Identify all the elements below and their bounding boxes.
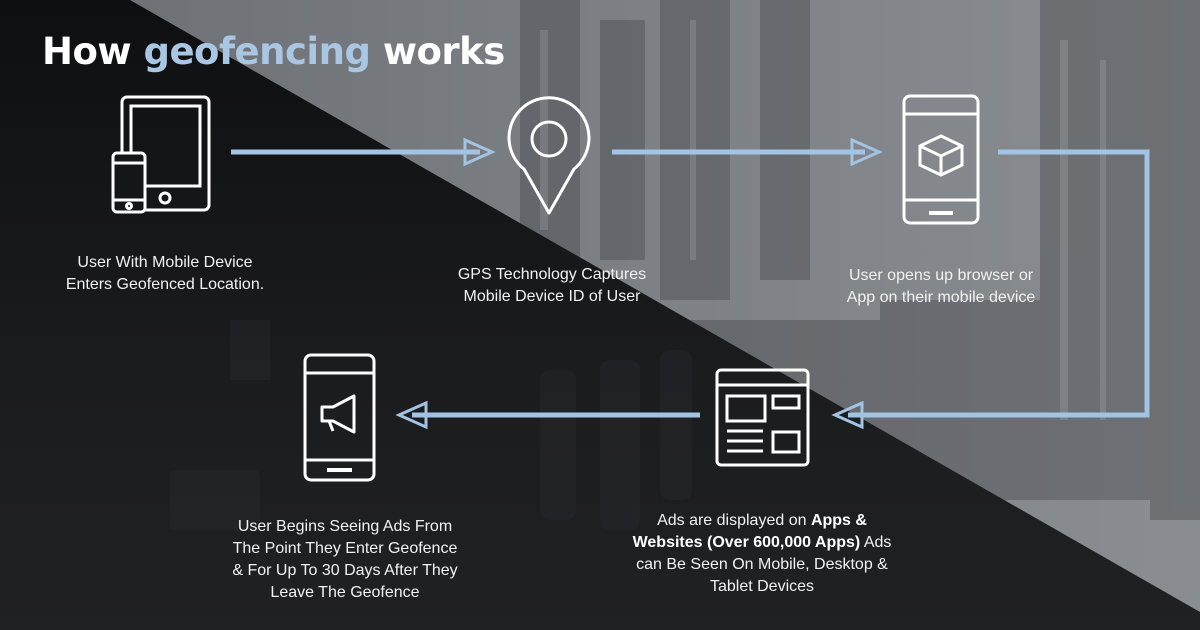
step-4-label: Ads are displayed on Apps & Websites (Ov… <box>612 510 912 598</box>
tablet-and-phone-icon <box>113 97 209 212</box>
step-2-label: GPS Technology Captures Mobile Device ID… <box>412 264 692 308</box>
step-5-label: User Begins Seeing Ads From The Point Th… <box>190 516 500 604</box>
step-1-label: User With Mobile Device Enters Geofenced… <box>20 252 310 296</box>
phone-app-icon <box>904 96 978 223</box>
webpage-ad-icon <box>717 370 808 465</box>
map-pin-icon <box>509 98 589 213</box>
phone-megaphone-icon <box>305 355 374 480</box>
step-3-label: User opens up browser or App on their mo… <box>800 265 1082 309</box>
